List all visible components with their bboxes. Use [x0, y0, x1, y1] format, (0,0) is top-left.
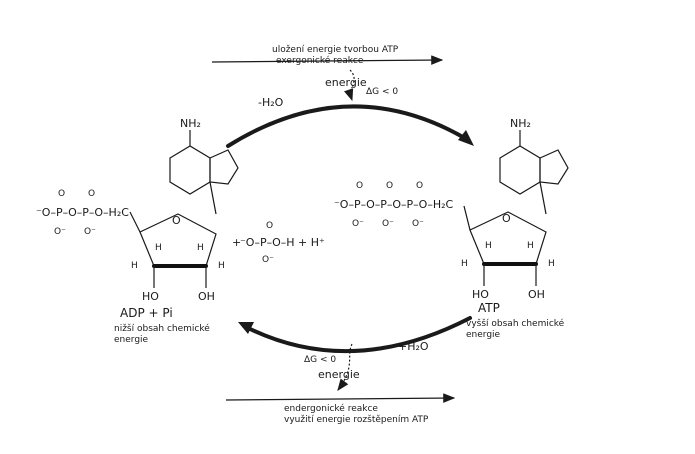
atp-oh-left: HO [472, 288, 489, 301]
top-reaction-subtitle: exergonické reakce [276, 55, 364, 66]
adp-o-3: O⁻ [54, 227, 66, 237]
adp-oh-right: OH [198, 290, 215, 303]
bottom-cycle-arrow: +H₂O [238, 316, 472, 354]
bottom-arc-label: +H₂O [398, 340, 429, 353]
adp-description-line2: energie [114, 335, 149, 345]
atp-ring-oxygen: O [502, 212, 511, 225]
atp-h-1: H [461, 259, 468, 269]
phosphate-o-bottom: O⁻ [262, 255, 274, 265]
bottom-reaction: ΔG < 0 energie endergonické reakce využi… [225, 343, 456, 425]
adp-h-2: H [155, 243, 162, 253]
adp-name: ADP + Pi [120, 306, 173, 320]
bottom-energy-label: energie [318, 368, 360, 381]
atp-description-line2: energie [466, 330, 501, 340]
atp-oh-right: OH [528, 288, 545, 301]
atp-h-4: H [548, 259, 555, 269]
top-cycle-arrow: -H₂O [226, 96, 474, 148]
adp-oh-left: HO [142, 290, 159, 303]
atp-amino-label: NH₂ [510, 117, 531, 130]
phosphate-formula: ⁻O–P–O–H + H⁺ [240, 236, 325, 249]
adp-molecule: NH₂ ⁻O–P–O–P–O–H₂C O O O⁻ O⁻ O H H H H H… [36, 117, 239, 345]
adp-description-line1: nižší obsah chemické [114, 323, 210, 334]
atp-o-3: O [416, 181, 423, 191]
atp-o-5: O⁻ [382, 219, 394, 229]
adp-h-3: H [197, 243, 204, 253]
top-energy-arrow [344, 69, 355, 102]
top-reaction: uložení energie tvorbou ATP exergonické … [211, 45, 444, 102]
adp-ring-oxygen: O [172, 214, 181, 227]
atp-o-4: O⁻ [352, 219, 364, 229]
atp-h-3: H [527, 241, 534, 251]
top-reaction-title: uložení energie tvorbou ATP [272, 45, 399, 55]
bottom-delta-g: ΔG < 0 [304, 355, 336, 365]
atp-phosphate-chain: ⁻O–P–O–P–O–P–O–H₂C [334, 198, 454, 211]
top-arc-label: -H₂O [258, 96, 284, 109]
atp-o-2: O [386, 181, 393, 191]
top-energy-label: energie [325, 76, 367, 89]
atp-o-1: O [356, 181, 363, 191]
atp-name: ATP [478, 301, 500, 315]
phosphate-plus: + [232, 236, 241, 249]
atp-molecule: NH₂ ⁻O–P–O–P–O–P–O–H₂C O O O O⁻ O⁻ O⁻ O … [334, 117, 569, 340]
top-reaction-arrow [211, 55, 444, 65]
adp-h-4: H [218, 261, 225, 271]
bottom-reaction-subtitle: využití energie rozštěpením ATP [284, 414, 429, 425]
adp-o-1: O [58, 189, 65, 199]
adp-o-2: O [88, 189, 95, 199]
bottom-reaction-title: endergonické reakce [284, 403, 378, 414]
adp-amino-label: NH₂ [180, 117, 201, 130]
atp-description-line1: vyšší obsah chemické [466, 318, 565, 329]
adp-phosphate-chain: ⁻O–P–O–P–O–H₂C [36, 206, 129, 219]
adp-h-1: H [131, 261, 138, 271]
atp-h-2: H [485, 241, 492, 251]
atp-o-6: O⁻ [412, 219, 424, 229]
top-delta-g: ΔG < 0 [366, 87, 398, 97]
inorganic-phosphate: + ⁻O–P–O–H + H⁺ O O⁻ [232, 221, 325, 265]
bottom-reaction-arrow [225, 393, 456, 403]
adp-o-4: O⁻ [84, 227, 96, 237]
phosphate-o-top: O [266, 221, 273, 231]
